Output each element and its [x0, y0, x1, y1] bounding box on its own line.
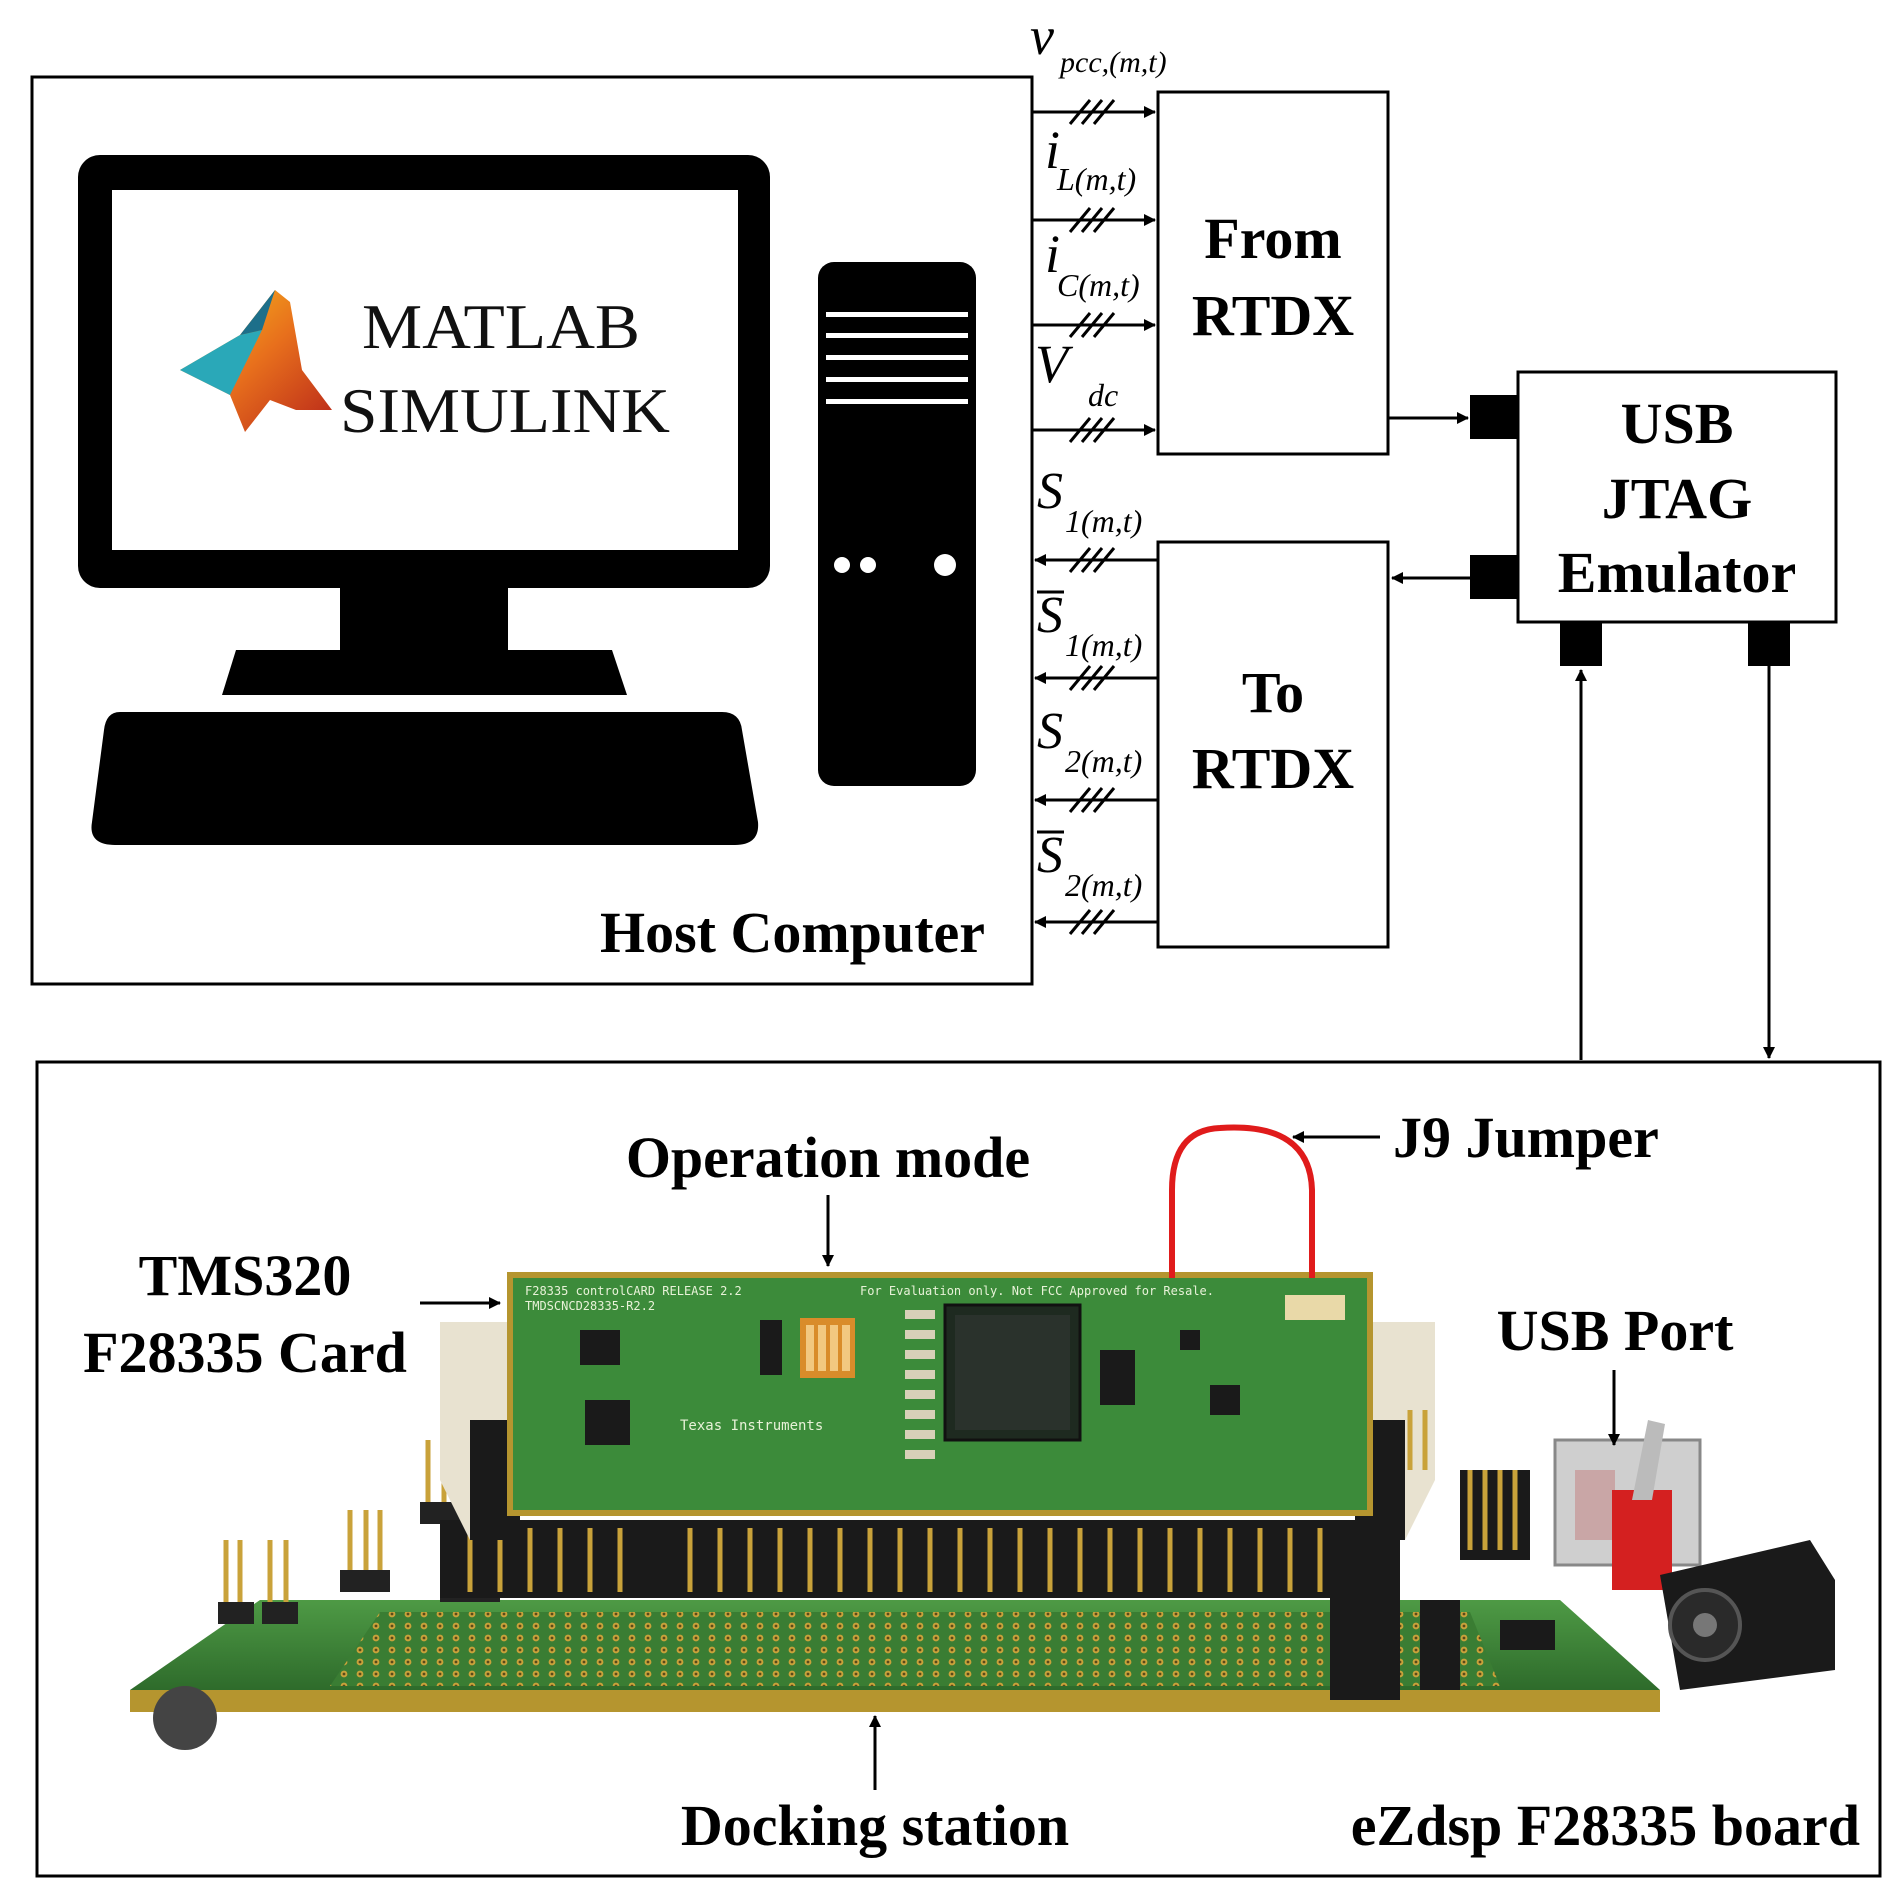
signal-ic-sub: C(m,t) [1057, 267, 1140, 303]
signal-s1-sub: 1(m,t) [1065, 503, 1142, 539]
to-rtdx-line1: To [1242, 660, 1304, 725]
tms320-card-line1: TMS320 [139, 1243, 352, 1308]
signal-vdc-main: V [1035, 334, 1074, 394]
ezdsp-board-photo: F28335 controlCARD RELEASE 2.2 TMDSCNCD2… [130, 1124, 1835, 1750]
matlab-logo-text: MATLAB [362, 291, 640, 362]
ti-logo-text: Texas Instruments [680, 1418, 823, 1434]
from-rtdx-line2: RTDX [1192, 283, 1354, 348]
from-rtdx-line1: From [1204, 206, 1341, 271]
signal-il-sub: L(m,t) [1056, 161, 1136, 197]
to-rtdx-line2: RTDX [1192, 736, 1354, 801]
ezdsp-board-label: eZdsp F28335 board [1351, 1793, 1860, 1858]
signal-vpcc-sub: pcc,(m,t) [1058, 46, 1167, 79]
signal-s1bar-main: S [1037, 587, 1063, 644]
emulator-port-in [1470, 395, 1518, 439]
docking-station-label: Docking station [681, 1793, 1069, 1858]
signal-ic-main: i [1045, 224, 1060, 284]
signal-s2bar-main: S [1037, 827, 1063, 884]
card-silkscreen-2: TMDSCNCD28335-R2.2 [525, 1299, 655, 1313]
simulink-logo-text: SIMULINK [340, 375, 670, 446]
signal-arrows-in [1032, 99, 1156, 443]
card-notice: For Evaluation only. Not FCC Approved fo… [860, 1284, 1214, 1298]
connector-pins [467, 1528, 1323, 1592]
signal-vpcc-main: v [1030, 6, 1054, 66]
from-rtdx-box [1156, 90, 1390, 456]
j9-jumper-label: J9 Jumper [1393, 1105, 1659, 1170]
signal-vdc-sub: dc [1088, 377, 1118, 413]
emulator-port-bottom-left [1560, 622, 1602, 666]
emulator-line2: JTAG [1602, 466, 1752, 531]
signal-s2-main: S [1037, 703, 1063, 760]
signal-s1bar-sub: 1(m,t) [1065, 627, 1142, 663]
usb-port-label: USB Port [1497, 1298, 1735, 1363]
signal-s1-main: S [1037, 463, 1063, 520]
card-silkscreen: F28335 controlCARD RELEASE 2.2 [525, 1284, 742, 1298]
power-jack [1612, 1420, 1835, 1690]
operation-mode-label: Operation mode [626, 1125, 1030, 1190]
signal-s2-sub: 2(m,t) [1065, 743, 1142, 779]
board-annotation-arrows [420, 1131, 1620, 1790]
emulator-port-bottom-right [1748, 622, 1790, 666]
monitor-icon [78, 155, 770, 845]
emulator-line1: USB [1621, 391, 1734, 456]
emulator-line3: Emulator [1558, 540, 1796, 605]
computer-tower-icon [818, 262, 976, 786]
matlab-logo-icon [180, 290, 332, 432]
usb-jtag-emulator-box [1470, 370, 1838, 666]
emulator-port-out [1470, 555, 1518, 599]
j9-jumper-wire [1169, 1124, 1315, 1278]
signal-il-main: i [1045, 120, 1060, 180]
rtdx-emulator-links [1388, 412, 1775, 1060]
host-computer-label: Host Computer [600, 900, 985, 965]
to-rtdx-box [1156, 540, 1390, 949]
signal-s2bar-sub: 2(m,t) [1065, 867, 1142, 903]
tms320-card-line2: F28335 Card [83, 1320, 407, 1385]
signal-arrows-out [1034, 547, 1158, 935]
